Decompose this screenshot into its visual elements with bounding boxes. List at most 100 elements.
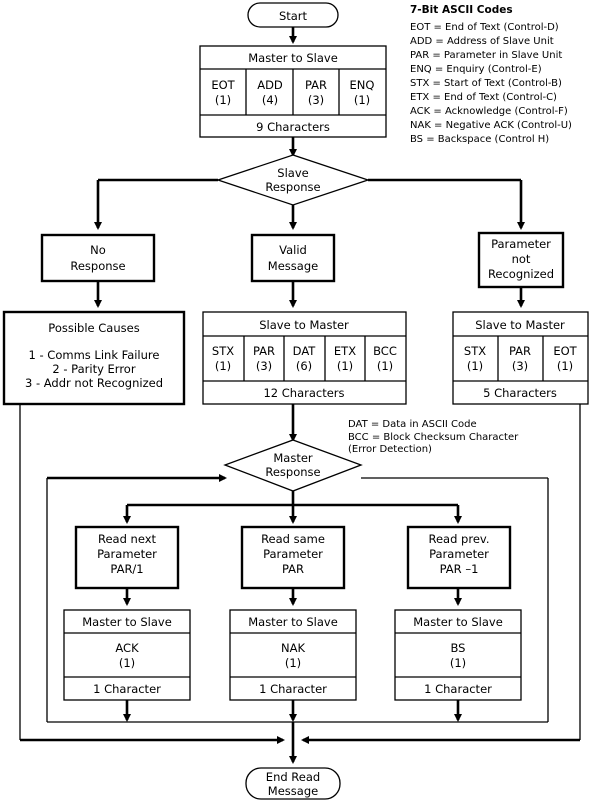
slave-to-master-error: Slave to Master STX (1) PAR (3) EOT (1) … <box>452 311 589 405</box>
cause-item: 3 - Addr not Recognized <box>25 376 163 390</box>
end-terminator: End Read Message <box>245 767 341 800</box>
box-label: PAR/1 <box>110 562 143 576</box>
legend-item: DAT = Data in ASCII Code <box>348 419 477 430</box>
cell-code: STX <box>212 344 234 358</box>
read-prev-box: Read prev. Parameter PAR –1 <box>406 525 512 590</box>
master-to-slave-nak: Master to Slave NAK (1) 1 Character <box>229 609 357 701</box>
start-terminator: Start <box>247 2 339 28</box>
legend-item: NAK = Negative ACK (Control-U) <box>410 120 572 131</box>
decision-label: Master <box>273 451 313 465</box>
cell-count: (3) <box>256 359 272 373</box>
cell-code: STX <box>464 344 486 358</box>
end-label: Message <box>268 784 318 798</box>
box-footer: 9 Characters <box>256 120 330 134</box>
cell-count: (3) <box>512 359 528 373</box>
end-label: End Read <box>266 770 320 784</box>
box-label: Recognized <box>488 267 554 281</box>
cell-code: BS <box>451 641 466 655</box>
box-title: Slave to Master <box>475 318 565 332</box>
box-label: PAR –1 <box>440 562 479 576</box>
cell-code: ADD <box>257 78 283 92</box>
decision-label: Response <box>265 465 320 479</box>
box-label: Parameter <box>429 547 489 561</box>
box-label: Response <box>70 259 125 273</box>
master-to-slave-ack: Master to Slave ACK (1) 1 Character <box>63 609 191 701</box>
legend-item: STX = Start of Text (Control-B) <box>410 78 562 89</box>
legend-item: EOT = End of Text (Control-D) <box>410 22 559 33</box>
legend-item: (Error Detection) <box>348 444 432 455</box>
box-footer: 1 Character <box>424 682 492 696</box>
cell-count: (1) <box>557 359 573 373</box>
master-to-slave-request: Master to Slave EOT (1) ADD (4) PAR (3) … <box>199 45 387 138</box>
box-label: Message <box>268 259 318 273</box>
cell-count: (4) <box>262 93 278 107</box>
box-label: not <box>512 252 531 266</box>
cell-count: (1) <box>215 93 231 107</box>
box-label: Read next <box>98 532 157 546</box>
cell-code: ENQ <box>350 78 375 92</box>
legend-item: ETX = End of Text (Control-C) <box>410 92 557 103</box>
cell-count: (1) <box>450 656 466 670</box>
box-label: Read prev. <box>429 532 490 546</box>
legend-title: 7-Bit ASCII Codes <box>410 4 513 16</box>
read-next-box: Read next Parameter PAR/1 <box>74 525 180 590</box>
cell-code: DAT <box>293 344 317 358</box>
cause-item: 1 - Comms Link Failure <box>29 348 160 362</box>
legend-item: ENQ = Enquiry (Control-E) <box>410 64 542 75</box>
box-title: Slave to Master <box>259 318 349 332</box>
read-same-box: Read same Parameter PAR <box>240 525 346 590</box>
box-label: Valid <box>279 243 307 257</box>
box-footer: 1 Character <box>259 682 327 696</box>
cell-count: (1) <box>467 359 483 373</box>
cell-count: (6) <box>296 359 312 373</box>
param-not-recognized-box: Parameter not Recognized <box>477 231 565 289</box>
box-footer: 1 Character <box>93 682 161 696</box>
cause-item: 2 - Parity Error <box>52 362 135 376</box>
cell-code: NAK <box>281 641 305 655</box>
box-title: Possible Causes <box>48 321 139 335</box>
box-label: Parameter <box>491 237 551 251</box>
cell-code: ACK <box>115 641 139 655</box>
legend-item: BCC = Block Checksum Character <box>348 432 519 443</box>
box-title: Master to Slave <box>248 51 338 65</box>
cell-count: (1) <box>337 359 353 373</box>
legend-item: ADD = Address of Slave Unit <box>410 36 554 47</box>
box-label: Read same <box>261 532 325 546</box>
start-label: Start <box>279 9 308 23</box>
box-title: Master to Slave <box>248 615 338 629</box>
cell-code: PAR <box>253 344 275 358</box>
cell-code: BCC <box>373 344 397 358</box>
decision-label: Slave <box>277 166 308 180</box>
decision-label: Response <box>265 180 320 194</box>
legend-item: ACK = Acknowledge (Control-F) <box>410 106 568 117</box>
cell-count: (1) <box>354 93 370 107</box>
cell-code: EOT <box>553 344 577 358</box>
cell-code: EOT <box>211 78 235 92</box>
cell-count: (1) <box>119 656 135 670</box>
cell-count: (1) <box>215 359 231 373</box>
cell-count: (3) <box>308 93 324 107</box>
cell-count: (1) <box>285 656 301 670</box>
box-footer: 5 Characters <box>483 386 557 400</box>
connectors <box>19 27 581 764</box>
box-label: PAR <box>282 562 304 576</box>
possible-causes-box: Possible Causes 1 - Comms Link Failure 2… <box>2 310 186 406</box>
box-label: Parameter <box>97 547 157 561</box>
master-to-slave-bs: Master to Slave BS (1) 1 Character <box>394 609 522 701</box>
slave-to-master-valid: Slave to Master STX (1) PAR (3) DAT (6) … <box>202 311 407 405</box>
legend-item: PAR = Parameter in Slave Unit <box>410 50 562 61</box>
box-title: Master to Slave <box>82 615 172 629</box>
legend-item: BS = Backspace (Control H) <box>410 134 549 145</box>
box-footer: 12 Characters <box>263 386 344 400</box>
master-response-decision: Master Response <box>223 439 363 492</box>
cell-code: PAR <box>509 344 531 358</box>
ascii-legend: 7-Bit ASCII Codes EOT = End of Text (Con… <box>410 4 572 145</box>
cell-code: PAR <box>305 78 327 92</box>
data-legend: DAT = Data in ASCII Code BCC = Block Che… <box>348 419 519 455</box>
cell-code: ETX <box>334 344 356 358</box>
slave-response-decision: Slave Response <box>215 154 371 206</box>
valid-message-box: Valid Message <box>250 233 336 283</box>
cell-count: (1) <box>377 359 393 373</box>
